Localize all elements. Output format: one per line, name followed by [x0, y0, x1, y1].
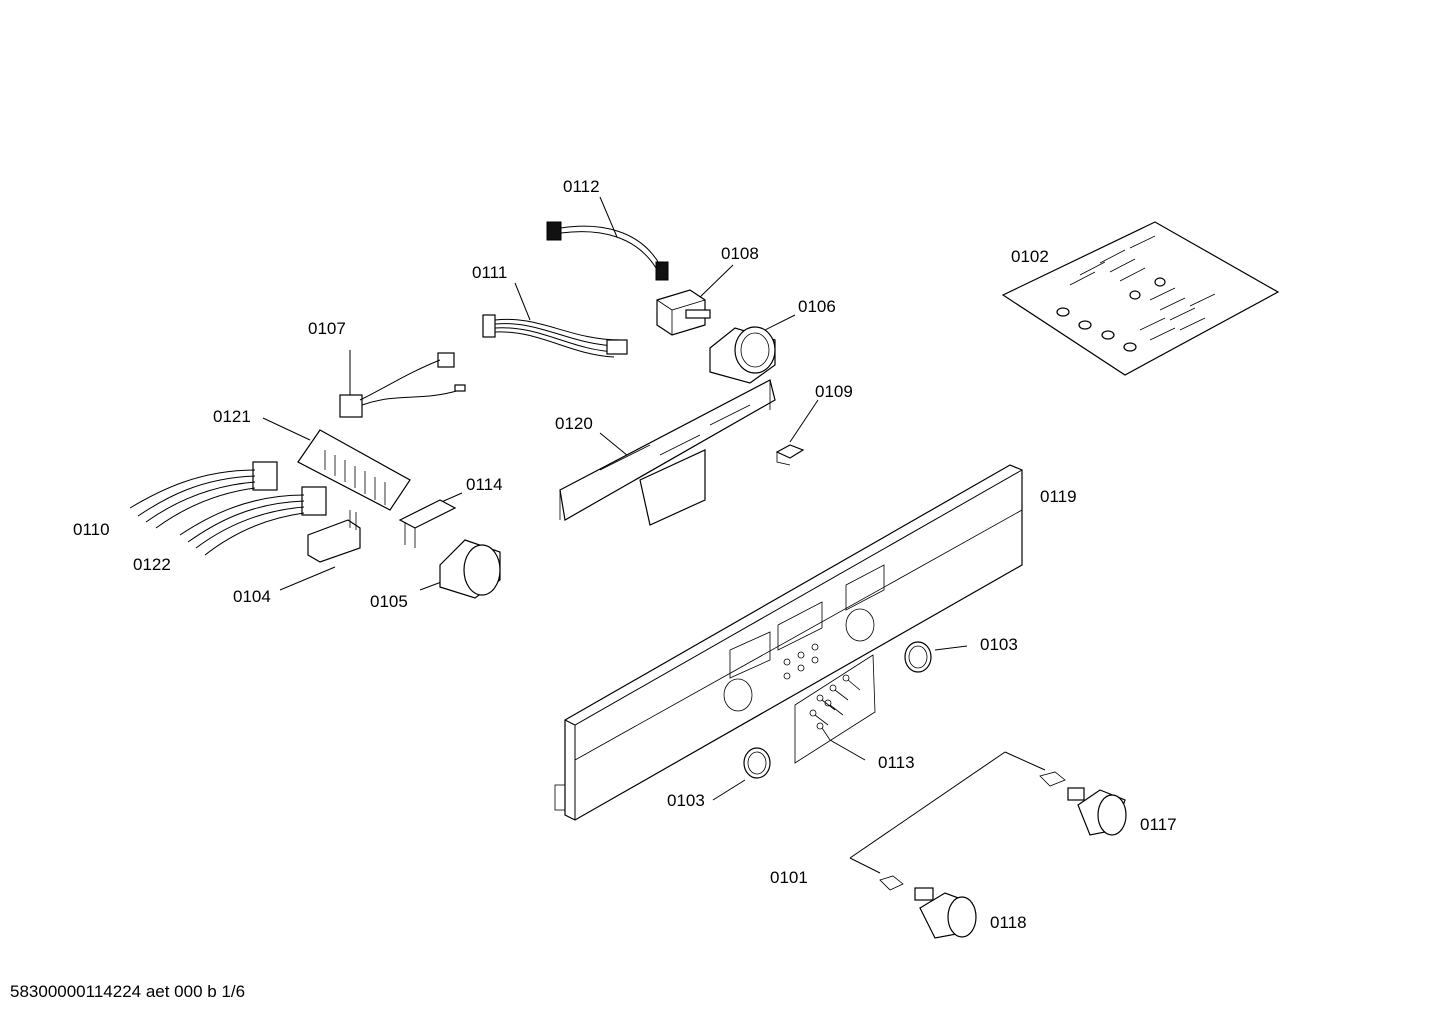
part-0122-harness: [179, 486, 327, 556]
label-0122: 0122: [133, 555, 171, 574]
part-0120-frame: [559, 379, 776, 526]
label-0112: 0112: [563, 177, 600, 196]
label-0103-lower: 0103: [667, 791, 705, 810]
part-0102-screw-bag: [1001, 221, 1280, 376]
label-0113: 0113: [878, 753, 915, 772]
label-0105: 0105: [370, 592, 408, 611]
document-number: 58300000114224 aet 000 b 1/6: [10, 982, 246, 1001]
part-0114-clip: [398, 499, 457, 548]
part-0105-cylinder: [439, 539, 501, 599]
part-0106-cylinder: [709, 326, 776, 384]
part-0107-wire: [339, 352, 466, 418]
part-0119-control-panel: [554, 464, 1023, 821]
label-0104: 0104: [233, 587, 271, 606]
label-0110: 0110: [73, 520, 110, 539]
part-0109-clip: [775, 444, 805, 466]
label-0107: 0107: [308, 319, 346, 338]
part-0118-knob: [879, 875, 977, 939]
label-0121: 0121: [213, 407, 251, 426]
part-0108-switch: [656, 289, 711, 336]
label-0102: 0102: [1011, 247, 1049, 266]
part-0103-ring-lower: [743, 747, 771, 779]
label-0106: 0106: [798, 297, 836, 316]
label-0109: 0109: [815, 382, 853, 401]
label-0103-upper: 0103: [980, 635, 1018, 654]
label-0111: 0111: [472, 263, 508, 282]
part-0113-buttons: [794, 654, 876, 764]
label-0118: 0118: [990, 913, 1027, 932]
part-0111-ribbon-harness: [482, 314, 628, 358]
part-0104-bracket: [307, 510, 361, 563]
label-0114: 0114: [466, 475, 503, 494]
part-0112-wiring-harness: [546, 221, 669, 281]
label-0108: 0108: [721, 244, 759, 263]
leader-lines: [262, 196, 1046, 874]
part-0121-terminal-block: [297, 429, 411, 511]
label-0117: 0117: [1140, 815, 1177, 834]
part-0103-ring-upper: [904, 641, 932, 673]
label-0120: 0120: [555, 414, 593, 433]
part-0110-harness: [129, 461, 278, 529]
part-0117-knob: [1039, 771, 1127, 836]
label-0119: 0119: [1040, 487, 1077, 506]
label-0101: 0101: [770, 868, 808, 887]
